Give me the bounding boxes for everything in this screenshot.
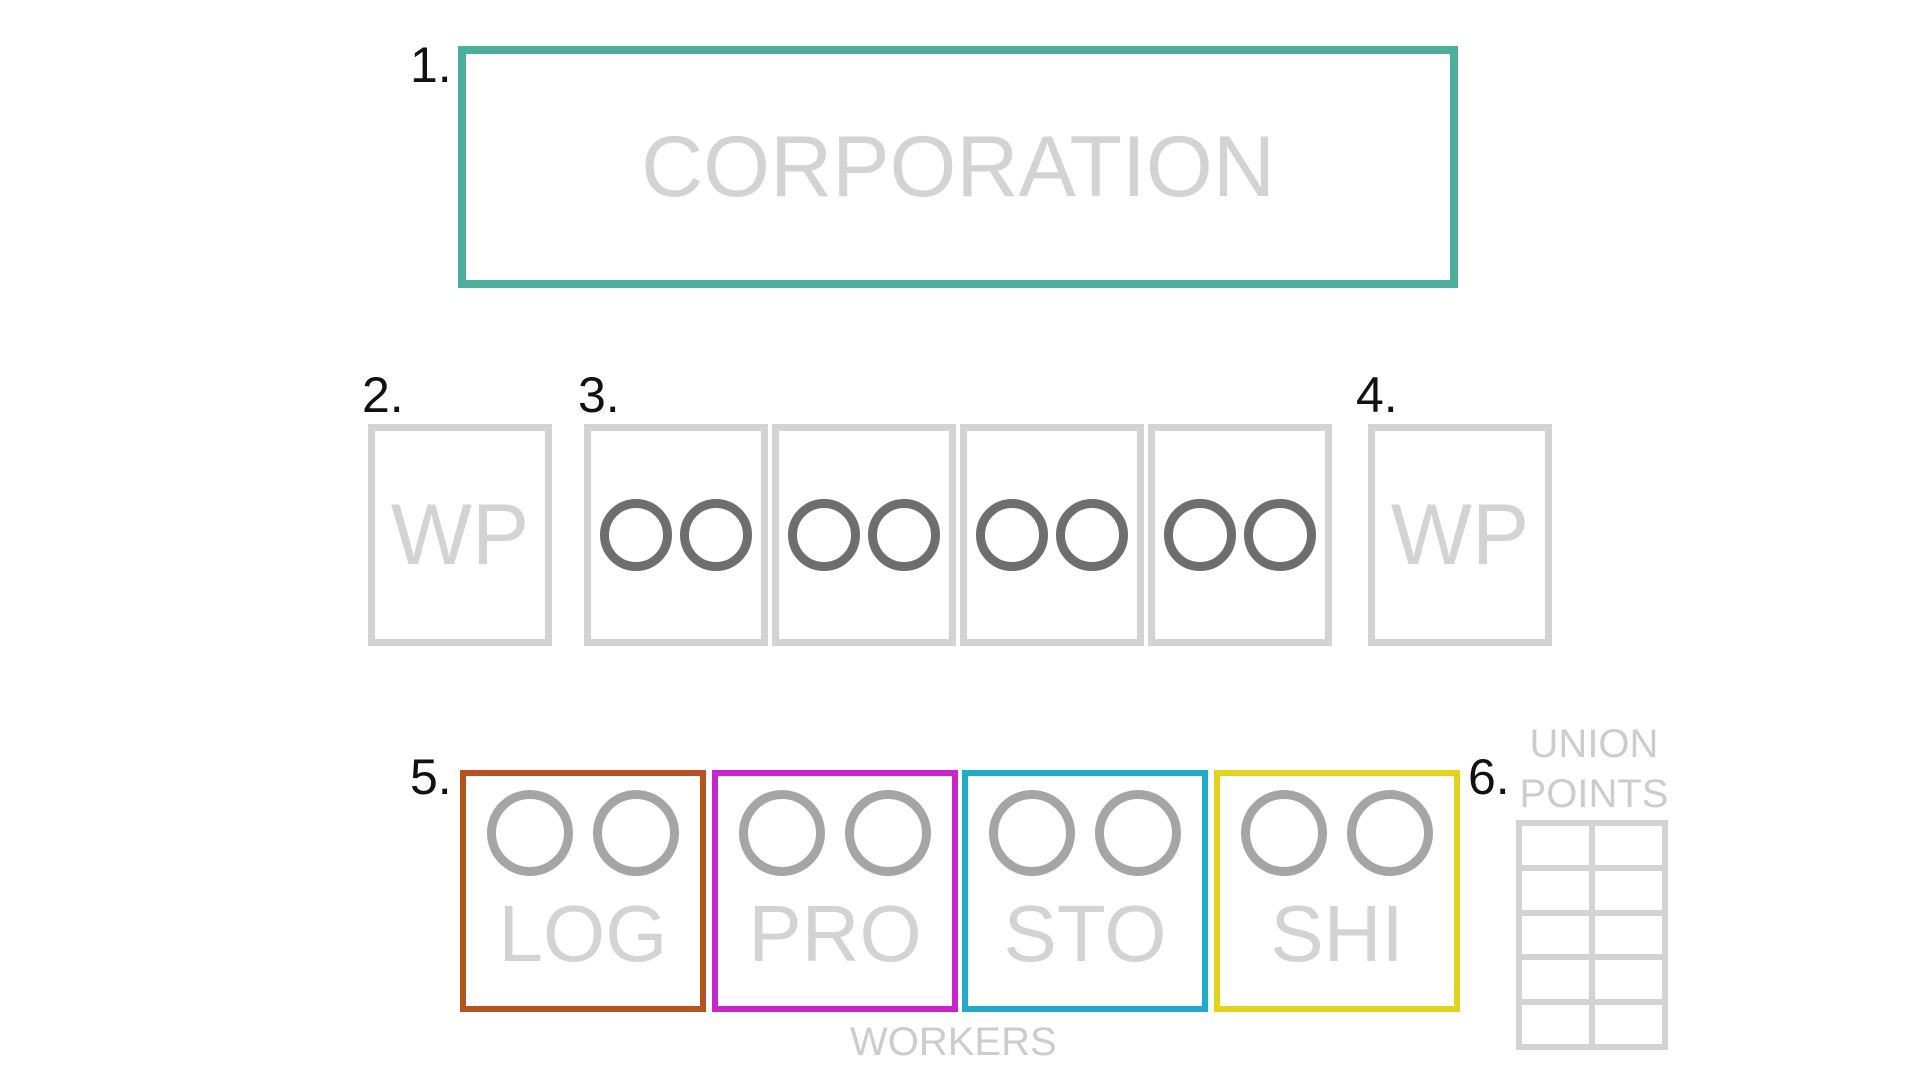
union-cell <box>1595 915 1662 955</box>
label-4: 4. <box>1356 367 1398 423</box>
corporation-title: CORPORATION <box>641 119 1275 215</box>
slot-ring-icon <box>1244 499 1317 571</box>
union-cell <box>1522 826 1589 865</box>
label-3: 3. <box>578 367 620 423</box>
corporation-board: CORPORATION <box>458 46 1458 288</box>
worker-ring-icon <box>1240 790 1327 876</box>
wp-right-box: WP <box>1368 424 1552 646</box>
slot-ring-icon <box>975 499 1048 571</box>
union-cell <box>1595 870 1662 910</box>
worker-code: LOG <box>498 889 668 978</box>
worker-log: LOG <box>460 770 706 1012</box>
slot-3 <box>960 424 1144 646</box>
union-cell <box>1522 960 1589 1000</box>
slot-ring-icon <box>1056 499 1129 571</box>
label-2: 2. <box>362 367 404 423</box>
worker-ring-icon <box>845 790 932 876</box>
worker-code: STO <box>1003 889 1167 978</box>
union-points-track <box>1516 820 1668 1050</box>
label-6: 6. <box>1468 749 1510 805</box>
worker-ring-icon <box>738 790 825 876</box>
slot-ring-icon <box>787 499 860 571</box>
label-5: 5. <box>410 749 452 805</box>
union-label-line2: POINTS <box>1519 772 1669 816</box>
wp-left-box: WP <box>368 424 552 646</box>
worker-code: PRO <box>748 889 922 978</box>
union-cell <box>1522 915 1589 955</box>
slot-ring-icon <box>868 499 941 571</box>
label-1: 1. <box>410 37 452 93</box>
union-cell <box>1522 870 1589 910</box>
wp-right-text: WP <box>1390 487 1530 583</box>
worker-ring-icon <box>1347 790 1434 876</box>
worker-ring-icon <box>486 790 573 876</box>
slot-ring-icon <box>599 499 672 571</box>
union-cell <box>1522 1005 1589 1044</box>
union-cell <box>1595 1005 1662 1044</box>
workers-label: WORKERS <box>850 1020 1057 1064</box>
slot-1 <box>584 424 768 646</box>
slot-2 <box>772 424 956 646</box>
slot-ring-icon <box>1163 499 1236 571</box>
union-label-line1: UNION <box>1529 722 1659 766</box>
wp-left-text: WP <box>390 487 530 583</box>
worker-ring-icon <box>1095 790 1182 876</box>
worker-pro: PRO <box>712 770 958 1012</box>
slot-ring-icon <box>680 499 753 571</box>
slot-4 <box>1148 424 1332 646</box>
worker-sto: STO <box>962 770 1208 1012</box>
worker-ring-icon <box>593 790 680 876</box>
worker-shi: SHI <box>1214 770 1460 1012</box>
union-cell <box>1595 826 1662 865</box>
worker-code: SHI <box>1270 889 1404 978</box>
worker-ring-icon <box>988 790 1075 876</box>
union-cell <box>1595 960 1662 1000</box>
